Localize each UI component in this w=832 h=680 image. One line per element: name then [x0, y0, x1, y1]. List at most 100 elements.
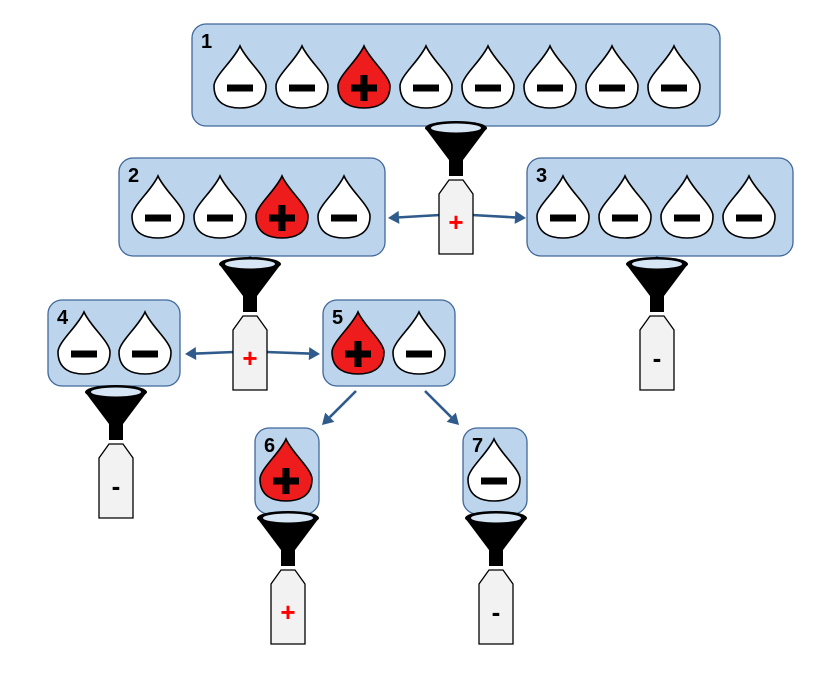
- test-result-label: +: [448, 207, 463, 237]
- negative-drop-shape: [392, 309, 446, 375]
- plus-sign-icon: [269, 205, 295, 231]
- group-number: 3: [536, 165, 547, 187]
- plus-sign-icon: [345, 341, 371, 367]
- minus-sign-icon: [475, 84, 501, 92]
- blood-drop-icon: [317, 173, 371, 239]
- test-result-label: +: [242, 343, 257, 373]
- test-tube-icon: -: [478, 569, 514, 645]
- group-number: 7: [472, 435, 483, 457]
- plus-sign-icon: [273, 468, 299, 494]
- minus-sign-icon: [537, 84, 563, 92]
- negative-drop-shape: [57, 309, 111, 375]
- negative-drop-shape: [213, 43, 267, 109]
- split-arrow-to-group-2: [388, 210, 441, 224]
- funnel-icon: [257, 511, 319, 566]
- blood-drop-icon: [118, 309, 172, 375]
- negative-drop-shape: [193, 173, 247, 239]
- group-4: 4: [47, 299, 181, 387]
- minus-sign-icon: [331, 214, 357, 222]
- blood-drop-icon: [392, 309, 446, 375]
- group-box: [526, 157, 794, 257]
- split-arrow-to-group-4: [185, 347, 235, 361]
- pooled-test-3: -: [626, 257, 688, 391]
- minus-sign-icon: [550, 214, 576, 222]
- minus-sign-icon: [227, 84, 253, 92]
- pooled-test-6: +: [257, 511, 319, 645]
- negative-drop-shape: [660, 173, 714, 239]
- blood-drop-icon: [275, 43, 329, 109]
- negative-drop-shape: [585, 43, 639, 109]
- negative-drop-shape: [317, 173, 371, 239]
- minus-sign-icon: [736, 214, 762, 222]
- funnel-icon: [85, 385, 147, 440]
- blood-drop-icon: [660, 173, 714, 239]
- blood-drop-icon: [536, 173, 590, 239]
- blood-drop-icon: [585, 43, 639, 109]
- minus-sign-icon: [71, 350, 97, 358]
- test-tube-icon: -: [639, 315, 675, 391]
- split-arrow-to-group-7: [424, 390, 459, 425]
- blood-drop-icon: [259, 436, 313, 502]
- funnels-layer: + + - - + -: [85, 121, 688, 645]
- pooled-test-4: -: [85, 385, 147, 519]
- blood-drop-icon: [598, 173, 652, 239]
- group-5: 5: [322, 299, 456, 387]
- blood-drop-icon: [331, 309, 385, 375]
- minus-sign-icon: [599, 84, 625, 92]
- minus-sign-icon: [132, 350, 158, 358]
- group-number: 6: [264, 435, 275, 457]
- test-tube-icon: +: [438, 179, 474, 255]
- blood-drop-icon: [131, 173, 185, 239]
- groups-layer: 1 2 3 4 5 6 7: [47, 23, 794, 515]
- negative-drop-shape: [461, 43, 515, 109]
- negative-drop-shape: [536, 173, 590, 239]
- minus-sign-icon: [674, 214, 700, 222]
- split-arrow-to-group-3: [471, 210, 526, 224]
- negative-drop-shape: [131, 173, 185, 239]
- group-6: 6: [254, 427, 320, 515]
- funnel-icon: [425, 121, 487, 176]
- group-2: 2: [118, 157, 386, 257]
- group-number: 4: [57, 307, 69, 329]
- test-result-label: -: [112, 471, 121, 501]
- split-arrow-to-group-5: [265, 347, 320, 361]
- blood-drop-icon: [722, 173, 776, 239]
- blood-drop-icon: [57, 309, 111, 375]
- group-number: 2: [128, 165, 139, 187]
- negative-drop-shape: [275, 43, 329, 109]
- negative-drop-shape: [598, 173, 652, 239]
- group-number: 5: [332, 307, 343, 329]
- plus-sign-icon: [351, 75, 377, 101]
- group-box: [118, 157, 386, 257]
- minus-sign-icon: [289, 84, 315, 92]
- minus-sign-icon: [413, 84, 439, 92]
- blood-drop-icon: [523, 43, 577, 109]
- group-number: 1: [201, 31, 212, 53]
- pooled-test-1: +: [425, 121, 487, 255]
- negative-drop-shape: [523, 43, 577, 109]
- negative-drop-shape: [722, 173, 776, 239]
- pooled-test-7: -: [465, 511, 527, 645]
- test-result-label: -: [653, 343, 662, 373]
- test-tube-icon: +: [270, 569, 306, 645]
- test-result-label: +: [280, 597, 295, 627]
- minus-sign-icon: [481, 477, 507, 485]
- group-3: 3: [526, 157, 794, 257]
- negative-drop-shape: [399, 43, 453, 109]
- minus-sign-icon: [207, 214, 233, 222]
- test-result-label: -: [492, 597, 501, 627]
- blood-drop-icon: [647, 43, 701, 109]
- test-tube-icon: +: [232, 315, 268, 391]
- test-tube-icon: -: [98, 443, 134, 519]
- blood-drop-icon: [337, 43, 391, 109]
- negative-drop-shape: [467, 436, 521, 502]
- group-1: 1: [191, 23, 721, 127]
- blood-drop-icon: [399, 43, 453, 109]
- minus-sign-icon: [145, 214, 171, 222]
- minus-sign-icon: [406, 350, 432, 358]
- blood-drop-icon: [467, 436, 521, 502]
- blood-drop-icon: [461, 43, 515, 109]
- negative-drop-shape: [118, 309, 172, 375]
- group-box: [191, 23, 721, 127]
